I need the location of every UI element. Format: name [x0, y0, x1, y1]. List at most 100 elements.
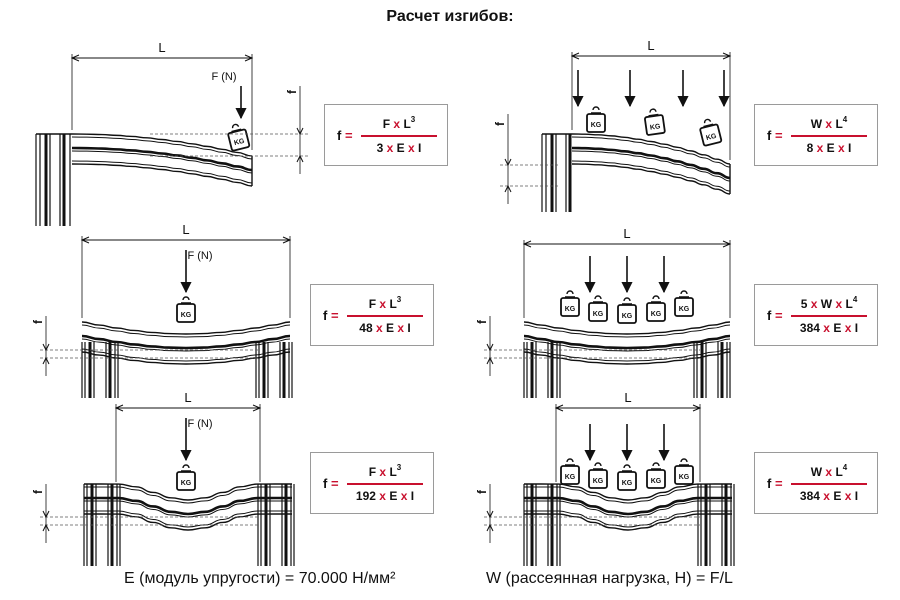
- beam-profile-line: [571, 146, 731, 180]
- svg-text:KG: KG: [679, 474, 690, 481]
- kg-weight-icon: KG: [560, 458, 580, 485]
- beam-profile-line: [81, 334, 291, 350]
- arrowhead: [42, 510, 50, 519]
- arrowhead: [296, 127, 304, 136]
- deflection-label: f: [31, 489, 45, 494]
- footer-distributed-load-note: W (рассеянная нагрузка, Н) = F/L: [486, 570, 733, 587]
- arrowhead: [296, 154, 304, 163]
- length-label: L: [647, 38, 654, 53]
- svg-text:KG: KG: [651, 478, 662, 485]
- arrowhead: [486, 510, 494, 519]
- svg-text:KG: KG: [565, 306, 576, 313]
- page-title: Расчет изгибов:: [386, 8, 514, 25]
- kg-weight-icon: KG: [588, 462, 608, 489]
- beam-profile-line: [84, 510, 292, 528]
- svg-text:KG: KG: [181, 480, 192, 487]
- svg-text:KG: KG: [593, 478, 604, 485]
- kg-weight-icon: KG: [646, 295, 666, 322]
- formula-fixed-ends-distributed: f = W x L4 384 x E x I: [754, 452, 878, 514]
- kg-weight-icon: KG: [644, 108, 666, 136]
- svg-text:KG: KG: [622, 480, 633, 487]
- arrowhead: [244, 54, 254, 62]
- kg-weight-icon: KG: [586, 106, 606, 133]
- svg-text:KG: KG: [593, 311, 604, 318]
- beam-profile-line: [523, 348, 731, 362]
- beam-profile-line: [81, 338, 291, 352]
- arrowhead: [486, 523, 494, 532]
- svg-text:KG: KG: [650, 123, 662, 131]
- arrowhead: [486, 343, 494, 352]
- beam-profile-line: [523, 338, 731, 352]
- beam-profile-line: [523, 513, 732, 531]
- formula-cantilever-point: f = F x L3 3 x E x I: [324, 104, 448, 166]
- kg-weight-icon: KG: [560, 290, 580, 317]
- kg-weight-icon: KG: [699, 118, 723, 147]
- beam-profile-line: [81, 324, 291, 338]
- deflection-label: f: [493, 121, 507, 126]
- arrowhead: [42, 523, 50, 532]
- panel-fixed-ends-distributed-load: L KG KG KG KG KG f: [475, 390, 735, 566]
- beam-profile-line: [71, 146, 253, 172]
- beam-profile-line: [83, 486, 293, 504]
- beam-profile-line: [71, 136, 253, 160]
- deflection-label: f: [285, 89, 299, 94]
- beam-profile-line: [83, 500, 292, 518]
- arrowhead: [504, 184, 512, 193]
- length-label: L: [158, 40, 165, 55]
- beam-profile-line: [523, 334, 731, 350]
- length-label: L: [623, 226, 630, 241]
- beam-profile-line: [81, 321, 291, 335]
- beam-profile-line: [71, 133, 253, 157]
- svg-text:KG: KG: [181, 312, 192, 319]
- formula-simply-supported-point: f = F x L3 48 x E x I: [310, 284, 434, 346]
- svg-text:KG: KG: [679, 306, 690, 313]
- beam-profile-line: [71, 163, 253, 187]
- force-label: F (N): [187, 250, 212, 262]
- length-label: L: [624, 390, 631, 405]
- footer-modulus-note: E (модуль упругости) = 70.000 Н/мм²: [124, 570, 396, 587]
- svg-text:KG: KG: [591, 122, 602, 129]
- svg-text:KG: KG: [233, 138, 245, 147]
- beam-profile-line: [523, 486, 733, 504]
- arrowhead: [486, 356, 494, 365]
- arrowhead: [554, 404, 564, 412]
- formula-cantilever-distributed: f = W x L4 8 x E x I: [754, 104, 878, 166]
- beam-profile-line: [83, 483, 292, 501]
- beam-profile-line: [524, 496, 732, 516]
- beam-profile-line: [523, 321, 731, 335]
- arrowhead: [70, 54, 80, 62]
- formula-simply-supported-distributed: f = 5 x W x L4 384 x E x I: [754, 284, 878, 346]
- panel-fixed-ends-point-load: LF (N)KGf: [31, 390, 295, 566]
- svg-text:KG: KG: [705, 133, 717, 142]
- panel-simply-supported-distributed-load: L KG KG KG KG KG f: [475, 226, 732, 398]
- beam-profile-line: [571, 150, 731, 182]
- kg-weight-icon: KG: [674, 458, 694, 485]
- deflection-label: f: [475, 319, 489, 324]
- kg-weight-icon: KG: [617, 464, 637, 491]
- beam-profile-line: [571, 136, 731, 168]
- beam-profile-line: [83, 513, 292, 531]
- arrowhead: [252, 404, 262, 412]
- deflection-label: f: [475, 489, 489, 494]
- deflection-label: f: [31, 319, 45, 324]
- svg-text:KG: KG: [565, 474, 576, 481]
- kg-weight-icon: KG: [617, 297, 637, 324]
- arrowhead: [570, 52, 580, 60]
- arrowhead: [522, 240, 532, 248]
- kg-weight-icon: KG: [646, 462, 666, 489]
- arrowhead: [114, 404, 124, 412]
- force-label: F (N): [211, 71, 236, 83]
- arrowhead: [42, 356, 50, 365]
- beam-profile-line: [71, 150, 253, 174]
- beam-profile-line: [524, 510, 732, 528]
- beam-profile-line: [523, 324, 731, 338]
- arrowhead: [722, 240, 732, 248]
- arrowhead: [80, 236, 90, 244]
- beam-profile-line: [523, 483, 732, 501]
- force-label: F (N): [187, 418, 212, 430]
- beam-profile-line: [523, 500, 732, 518]
- beam-profile-line: [571, 163, 731, 195]
- kg-weight-icon: KG: [176, 296, 196, 323]
- panel-cantilever-distributed-load: L KG KG KG f: [493, 38, 732, 212]
